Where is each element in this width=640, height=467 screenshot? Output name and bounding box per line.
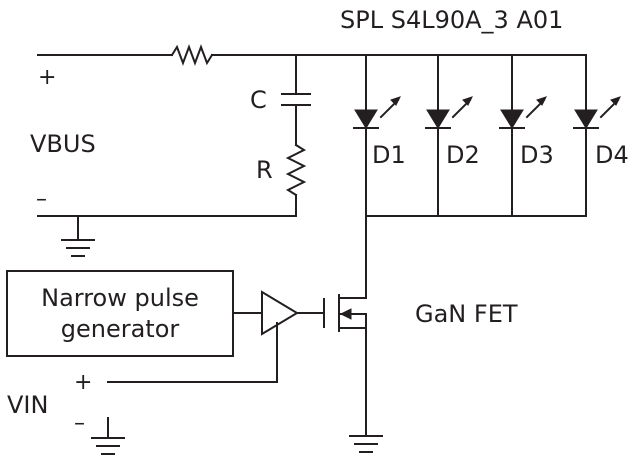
diode-label-d1: D1	[372, 141, 406, 169]
generator-label-line2: generator	[61, 315, 180, 343]
diode-label-d3: D3	[520, 141, 554, 169]
resistor-r	[285, 143, 307, 217]
capacitor-label: C	[250, 86, 267, 114]
vin-plus-sign: +	[74, 370, 92, 395]
capacitor-c	[281, 54, 311, 146]
generator-label-line1: Narrow pulse	[41, 284, 199, 312]
resistor-label: R	[256, 156, 273, 184]
diagram-title: SPL S4L90A_3 A01	[340, 6, 563, 34]
laser-diode-d1	[353, 54, 401, 293]
laser-diode-d3	[499, 54, 547, 217]
diode-label-d4: D4	[595, 141, 629, 169]
vbus-plus-sign: +	[38, 65, 56, 90]
vin-label: VIN	[7, 391, 48, 419]
laser-diode-d2	[425, 54, 473, 217]
ground-symbol-supply	[61, 215, 95, 257]
ground-symbol-vin	[91, 417, 125, 455]
diode-label-d2: D2	[446, 141, 480, 169]
fet-label: GaN FET	[415, 300, 518, 328]
vbus-label: VBUS	[30, 130, 96, 158]
vin-minus-sign: –	[74, 411, 85, 436]
top-rail	[37, 44, 587, 66]
vbus-minus-sign: –	[36, 187, 47, 212]
gan-fet	[323, 291, 367, 437]
laser-diode-d4	[573, 54, 621, 217]
ground-symbol-fet	[349, 435, 383, 453]
pulse-generator-box	[6, 270, 234, 357]
gate-driver-buffer	[232, 290, 325, 383]
